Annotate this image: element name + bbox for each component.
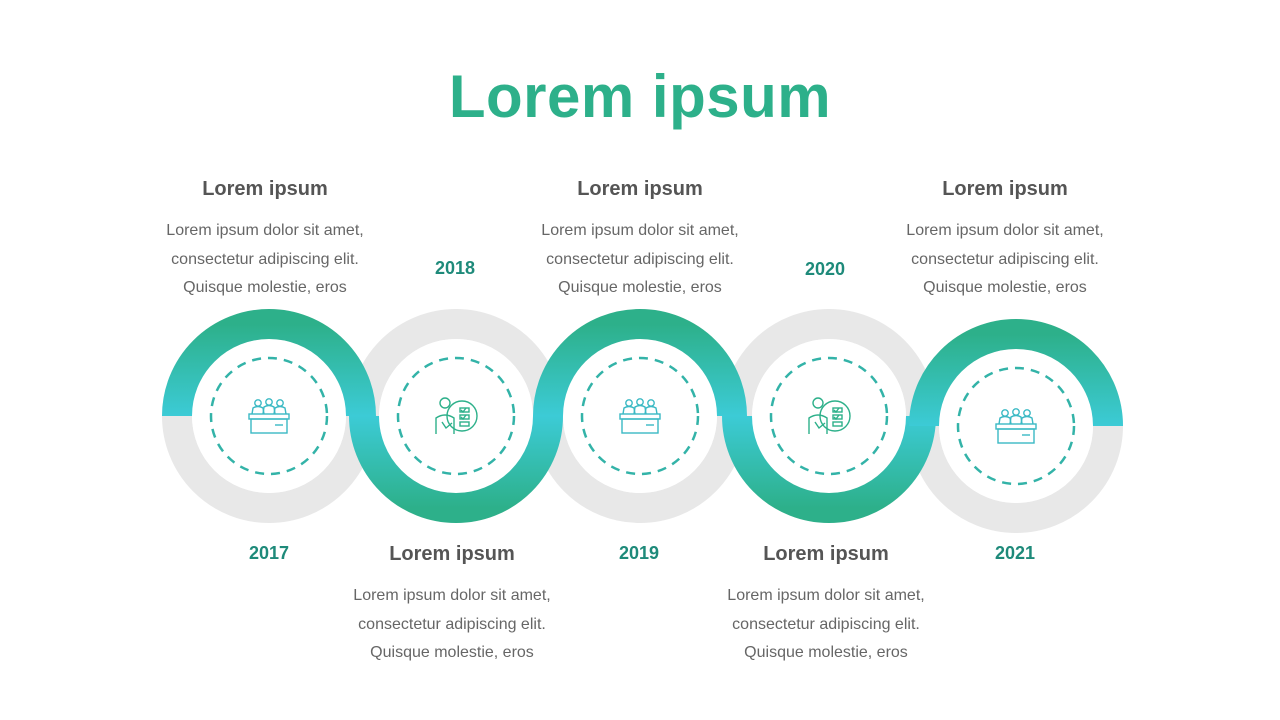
dashed-ring (396, 356, 516, 476)
description-line: Quisque molestie, eros (744, 644, 908, 661)
description-line: consectetur adipiscing elit. (546, 250, 734, 268)
wave-arc (162, 309, 376, 417)
milestone-description: Lorem ipsum dolor sit amet, consectetur … (510, 217, 770, 303)
milestone-heading: Lorem ipsum (763, 543, 889, 565)
dashed-ring (209, 356, 329, 476)
description-line: Quisque molestie, eros (923, 279, 1087, 296)
year-label-2020: 2020 (804, 259, 846, 279)
description-line: consectetur adipiscing elit. (911, 250, 1099, 268)
year-label-2019: 2019 (618, 543, 660, 563)
year-label-2021: 2021 (994, 543, 1036, 563)
meeting-table-icon (995, 408, 1037, 444)
wave-arc (909, 319, 1123, 427)
milestone-description: Lorem ipsum dolor sit amet, consectetur … (135, 217, 395, 303)
meeting-table-icon (248, 398, 290, 434)
wave-arc (533, 309, 747, 417)
description-line: consectetur adipiscing elit. (358, 615, 546, 633)
description-line: Lorem ipsum dolor sit amet, (541, 222, 739, 239)
inner-disc (379, 339, 533, 493)
description-line: Lorem ipsum dolor sit amet, (906, 222, 1104, 239)
milestone-heading: Lorem ipsum (389, 543, 515, 565)
description-line: Quisque molestie, eros (370, 644, 534, 661)
wave-arc (349, 415, 563, 523)
dashed-ring (956, 366, 1076, 486)
inner-disc (563, 339, 717, 493)
description-line: Lorem ipsum dolor sit amet, (166, 222, 364, 239)
page-title: Lorem ipsum (448, 63, 832, 130)
description-line: Quisque molestie, eros (558, 279, 722, 296)
milestone-heading: Lorem ipsum (202, 178, 328, 200)
person-checklist-icon (808, 397, 851, 434)
milestone-heading: Lorem ipsum (942, 178, 1068, 200)
year-label-2018: 2018 (434, 258, 476, 278)
description-line: Quisque molestie, eros (183, 279, 347, 296)
dashed-ring (769, 356, 889, 476)
inner-disc (192, 339, 346, 493)
milestone-heading: Lorem ipsum (577, 178, 703, 200)
inner-disc (752, 339, 906, 493)
description-line: consectetur adipiscing elit. (732, 615, 920, 633)
wave-arc (722, 415, 936, 523)
milestone-description: Lorem ipsum dolor sit amet, consectetur … (696, 582, 956, 668)
milestone-1-text: Lorem ipsum Lorem ipsum dolor sit amet, … (135, 178, 395, 303)
milestone-3-text: Lorem ipsum Lorem ipsum dolor sit amet, … (510, 178, 770, 303)
description-line: Lorem ipsum dolor sit amet, (727, 587, 925, 604)
description-line: consectetur adipiscing elit. (171, 250, 359, 268)
meeting-table-icon (619, 398, 661, 434)
inner-disc (939, 349, 1093, 503)
person-checklist-icon (435, 397, 478, 434)
milestone-description: Lorem ipsum dolor sit amet, consectetur … (322, 582, 582, 668)
description-line: Lorem ipsum dolor sit amet, (353, 587, 551, 604)
dashed-ring (580, 356, 700, 476)
milestone-4-text: Lorem ipsum Lorem ipsum dolor sit amet, … (696, 543, 956, 668)
milestone-5-text: Lorem ipsum Lorem ipsum dolor sit amet, … (875, 178, 1135, 303)
milestone-description: Lorem ipsum dolor sit amet, consectetur … (875, 217, 1135, 303)
milestone-2-text: Lorem ipsum Lorem ipsum dolor sit amet, … (322, 543, 582, 668)
year-label-2017: 2017 (248, 543, 290, 563)
